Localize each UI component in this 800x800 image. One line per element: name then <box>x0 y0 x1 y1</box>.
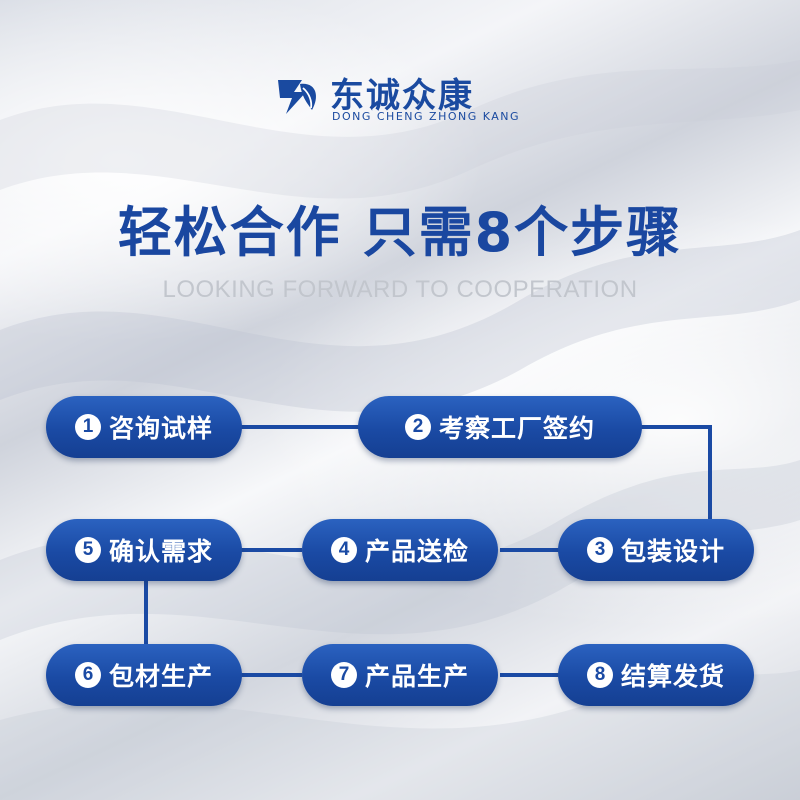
step-number-badge: 3 <box>586 537 613 563</box>
page-subtitle: LOOKING FORWARD TO COOPERATION <box>162 276 638 303</box>
step-number-badge: 5 <box>74 537 101 563</box>
step-4: 4 产品送检 <box>302 519 498 581</box>
step-label: 产品送检 <box>364 537 469 566</box>
leaf-logo-icon <box>278 80 316 114</box>
step-8: 8 结算发货 <box>558 644 754 706</box>
step-label: 咨询试样 <box>108 414 213 443</box>
step-7: 7 产品生产 <box>302 644 498 706</box>
step-number-badge: 2 <box>404 414 431 440</box>
step-6: 6 包材生产 <box>46 644 242 706</box>
step-number-badge: 8 <box>586 662 613 688</box>
step-label: 确认需求 <box>108 537 213 566</box>
step-number-badge: 1 <box>74 414 101 440</box>
step-2: 2 考察工厂签约 <box>358 396 642 458</box>
step-number-badge: 6 <box>74 662 101 688</box>
step-3: 3 包装设计 <box>558 519 754 581</box>
step-label: 结算发货 <box>620 662 725 691</box>
step-number-badge: 7 <box>330 662 357 688</box>
step-label: 产品生产 <box>364 662 469 691</box>
step-number-badge: 4 <box>330 537 357 563</box>
brand-name: 东诚众康 <box>330 76 474 116</box>
step-label: 考察工厂签约 <box>438 414 595 443</box>
connector-2-3 <box>640 425 712 519</box>
step-label: 包材生产 <box>108 662 213 691</box>
brand-subtitle: DONG CHENG ZHONG KANG <box>332 110 521 123</box>
step-1: 1 咨询试样 <box>46 396 242 458</box>
step-5: 5 确认需求 <box>46 519 242 581</box>
step-label: 包装设计 <box>620 537 725 566</box>
brand-logo: 东诚众康 DONG CHENG ZHONG KANG <box>272 66 542 128</box>
page-title: 轻松合作 只需8个步骤 <box>117 201 683 264</box>
